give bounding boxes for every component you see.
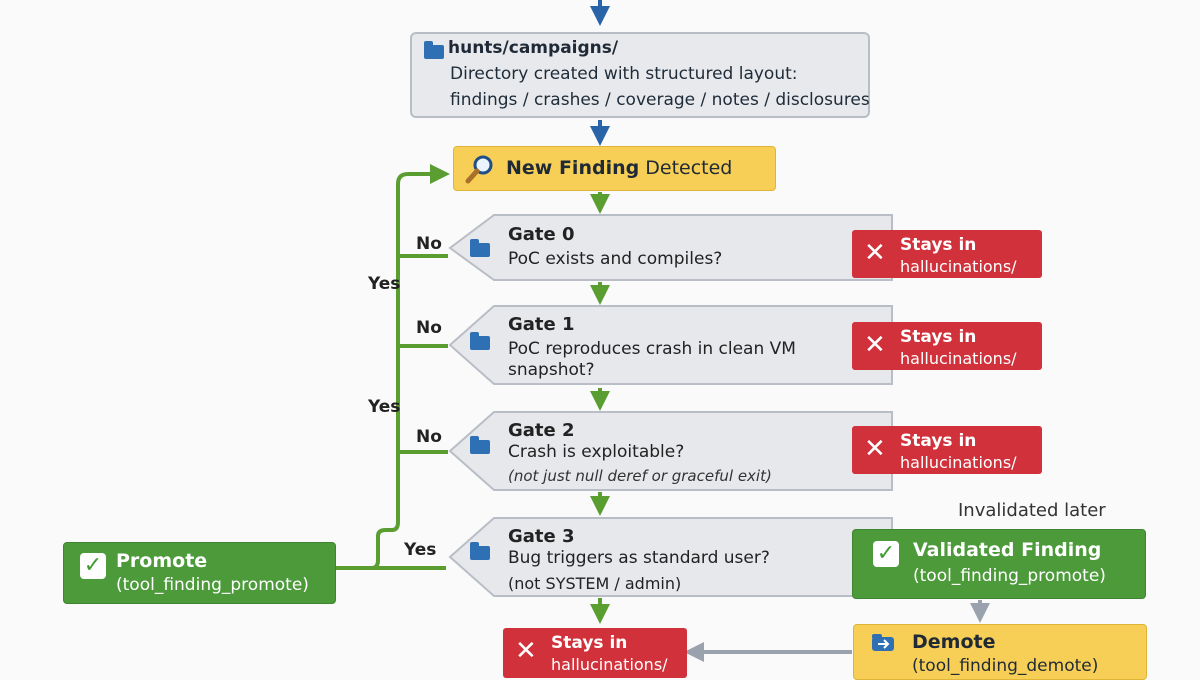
demote-title: Demote	[912, 631, 996, 653]
gate3-branch-label: Yes	[404, 540, 437, 560]
promote-tool: (tool_finding_promote)	[116, 575, 309, 595]
fail-tag-line2: hallucinations/	[900, 453, 1017, 472]
fail-tag-gate2: ✕ Stays in hallucinations/	[852, 426, 1042, 474]
fail-tag-gate1: ✕ Stays in hallucinations/	[852, 322, 1042, 370]
gate1-question: PoC reproduces crash in clean VM	[508, 339, 796, 359]
gate0-shape	[448, 214, 893, 281]
gate2-branch-label: No	[416, 427, 442, 447]
directory-description: Directory created with structured layout…	[450, 64, 798, 84]
fail-tag-gate0: ✕ Stays in hallucinations/	[852, 230, 1042, 278]
gate1-shape	[448, 305, 893, 385]
gate2-folder-icon	[470, 436, 490, 454]
fail-tag-line1: Stays in	[900, 235, 977, 255]
loop-yes-label-1: Yes	[368, 274, 401, 294]
invalidated-later-label: Invalidated later	[958, 500, 1106, 521]
cross-icon: ✕	[864, 238, 886, 268]
gate3-question: Bug triggers as standard user?	[508, 548, 770, 568]
directory-title: hunts/campaigns/	[448, 38, 619, 58]
gate3-title: Gate 3	[508, 526, 575, 547]
gate2-title: Gate 2	[508, 420, 575, 441]
check-icon: ✓	[80, 553, 106, 579]
loop-yes-label-2: Yes	[368, 397, 401, 417]
demote-arrow-icon	[872, 634, 894, 651]
fail-tag-line2: hallucinations/	[900, 257, 1017, 276]
fail-tag-line1: Stays in	[900, 327, 977, 347]
magnifier-icon	[465, 155, 493, 184]
validated-tool: (tool_finding_promote)	[913, 566, 1106, 586]
gate2-shape	[448, 411, 893, 491]
gate0-title: Gate 0	[508, 224, 575, 245]
new-finding-label-rest: Detected	[639, 157, 733, 179]
gate1-question-cont: snapshot?	[508, 360, 595, 380]
promote-box: ✓ Promote (tool_finding_promote)	[63, 542, 336, 604]
fail-tag-line2: hallucinations/	[900, 349, 1017, 368]
gate3-shape	[448, 517, 893, 597]
fail-tag-line2: hallucinations/	[551, 655, 668, 674]
gate2-question: Crash is exploitable?	[508, 442, 685, 462]
folder-icon	[424, 41, 444, 59]
check-icon: ✓	[873, 541, 899, 567]
gate0-question: PoC exists and compiles?	[508, 249, 723, 269]
loop-main-line	[336, 164, 450, 570]
fail-tag-line1: Stays in	[551, 633, 628, 653]
directory-box	[410, 32, 870, 118]
cross-icon: ✕	[864, 330, 886, 360]
fail-tag-line1: Stays in	[900, 431, 977, 451]
gate3-note: (not SYSTEM / admin)	[508, 574, 682, 593]
new-finding-label-bold: New Finding	[506, 157, 640, 179]
gate1-folder-icon	[470, 332, 490, 350]
gate0-folder-icon	[470, 239, 490, 257]
gate0-branch-label: No	[416, 234, 442, 254]
cross-icon: ✕	[864, 434, 886, 464]
new-finding-box	[453, 146, 776, 191]
promote-title: Promote	[116, 550, 208, 572]
demote-box: Demote (tool_finding_demote)	[853, 624, 1147, 680]
directory-layout: findings / crashes / coverage / notes / …	[450, 90, 870, 110]
fail-tag-gate3: ✕ Stays in hallucinations/	[503, 628, 687, 678]
new-finding-label: New Finding Detected	[506, 157, 732, 179]
gate1-title: Gate 1	[508, 314, 575, 335]
gate2-note: (not just null deref or graceful exit)	[508, 467, 772, 485]
demote-tool: (tool_finding_demote)	[912, 656, 1099, 676]
cross-icon: ✕	[515, 636, 537, 666]
gate1-branch-label: No	[416, 318, 442, 338]
gate3-folder-icon	[470, 542, 490, 560]
validated-title: Validated Finding	[913, 539, 1102, 561]
validated-finding-box: ✓ Validated Finding (tool_finding_promot…	[852, 529, 1146, 599]
